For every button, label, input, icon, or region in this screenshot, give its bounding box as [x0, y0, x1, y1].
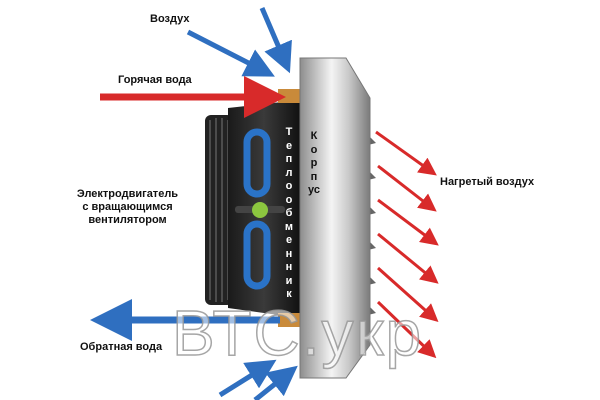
label-motor-line: с вращающимся: [82, 201, 173, 213]
exchanger-tube-top: [243, 128, 271, 198]
air-inlet-arrows: [186, 7, 298, 400]
label-motor-line: Электродвигатель: [76, 188, 179, 200]
label-heated-air: Нагретый воздух: [440, 176, 535, 188]
hot-water-inlet-pipe: [278, 89, 302, 103]
label-motor: Электродвигатель с вращающимся вентилято…: [70, 188, 185, 227]
label-return-water: Обратная вода: [80, 341, 163, 353]
heated-air-arrows: [375, 130, 439, 359]
label-housing: Корпус: [308, 130, 320, 196]
return-water-pipe: [278, 313, 302, 327]
label-motor-line: вентилятором: [88, 214, 167, 226]
label-air: Воздух: [150, 13, 190, 25]
label-heat-exchanger: Теплообменник: [284, 126, 294, 300]
housing-body: [299, 57, 371, 379]
watermark: ВТС.укр: [171, 296, 424, 370]
label-hot-water: Горячая вода: [118, 74, 192, 86]
exchanger-tube-bottom: [243, 220, 271, 290]
fan-hub: [252, 202, 268, 218]
